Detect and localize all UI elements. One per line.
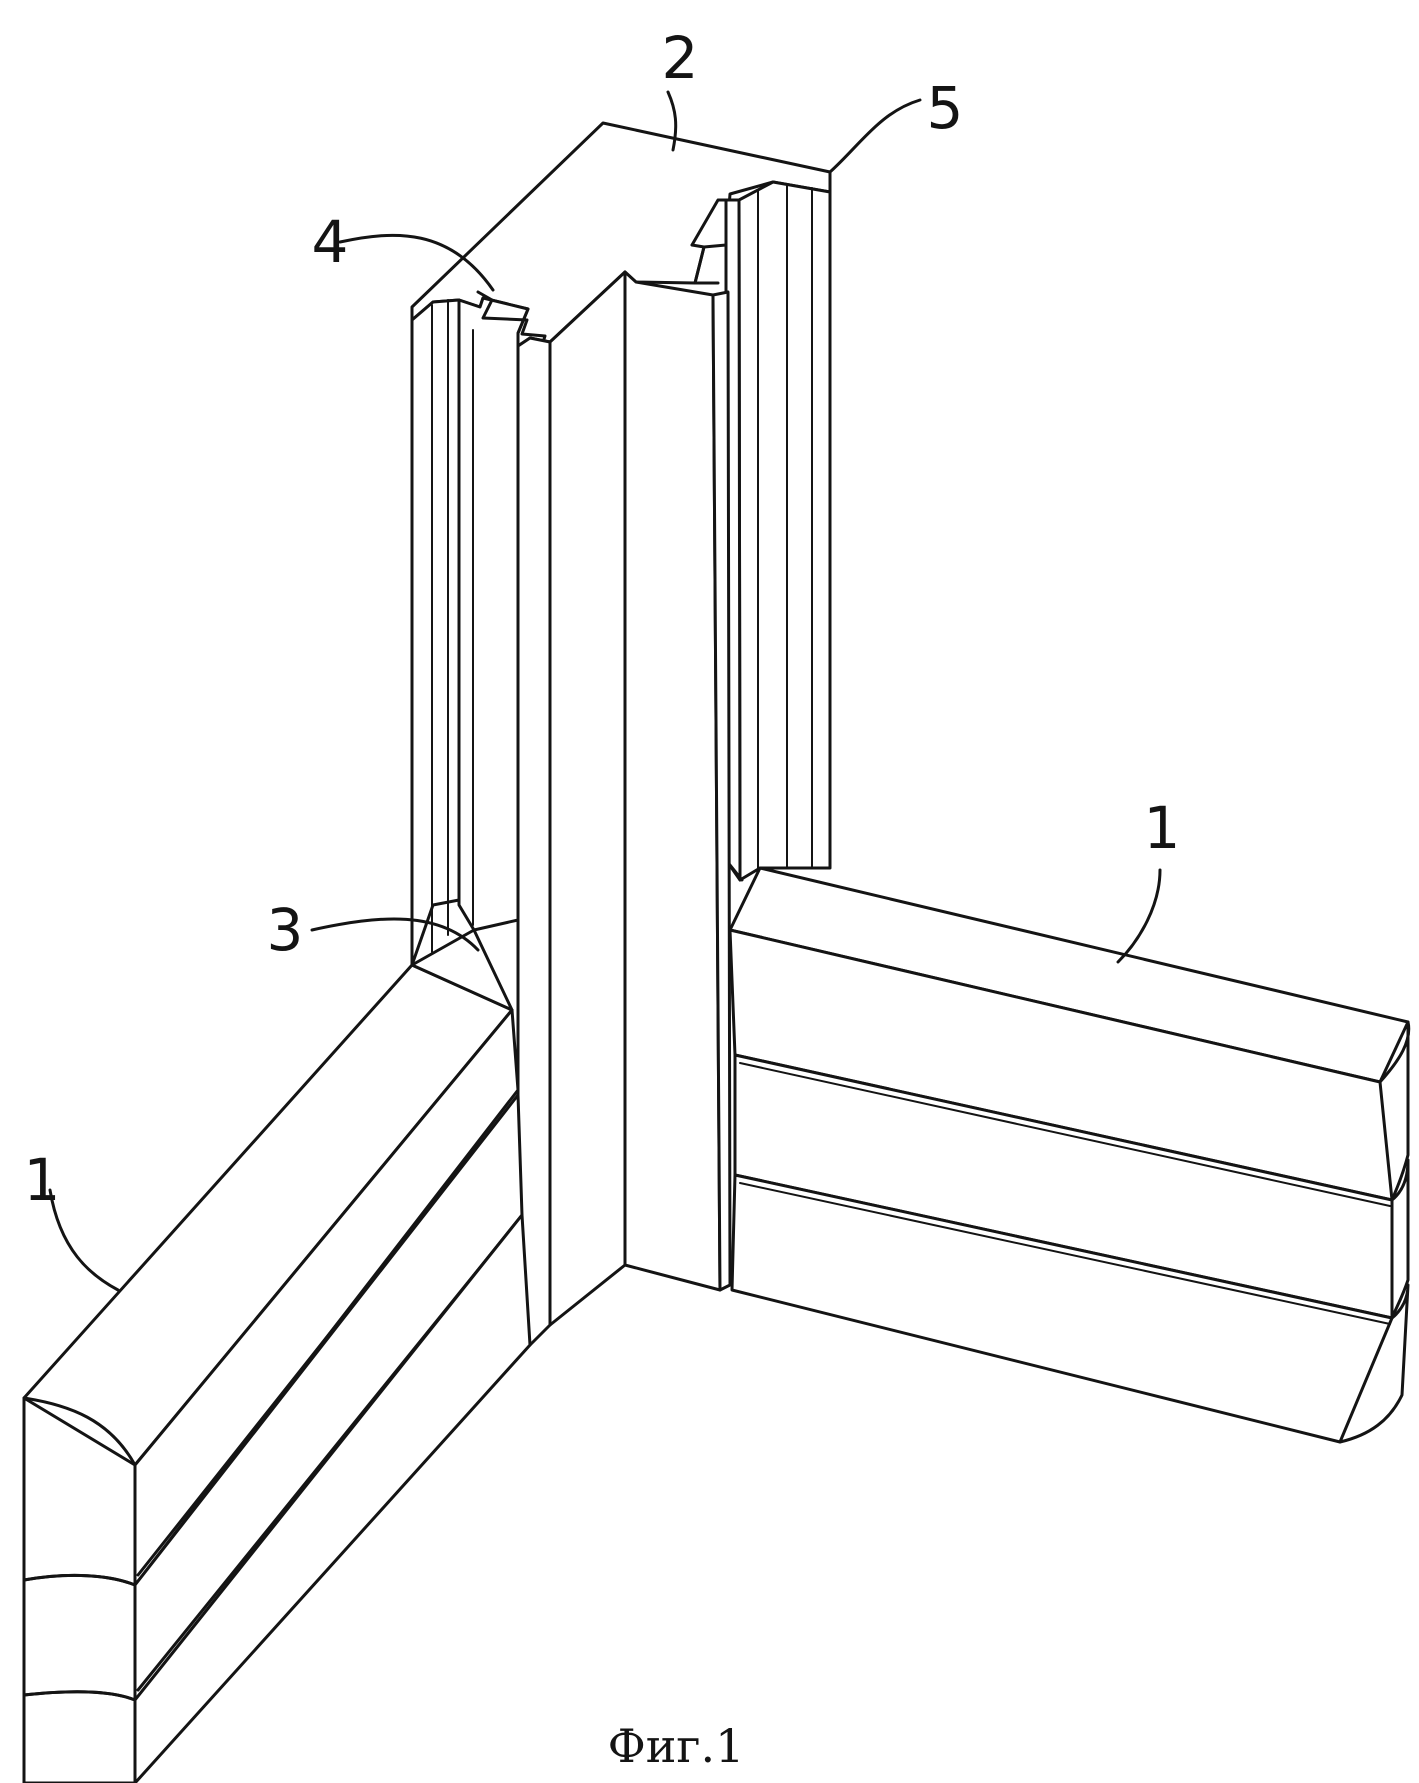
label-strip: 5 [927, 74, 964, 142]
post-left-wall [412, 298, 528, 965]
label-log-left: 1 [24, 1146, 61, 1214]
label-post: 2 [662, 24, 699, 92]
post-front-stile [518, 272, 730, 1345]
left-log-wall [24, 930, 530, 1783]
leader-1-right [1118, 870, 1160, 962]
label-groove-lower: 3 [267, 896, 304, 964]
figure-caption: Фиг.1 [608, 1719, 745, 1773]
leader-5 [830, 100, 920, 172]
label-log-right: 1 [1144, 794, 1181, 862]
label-groove-upper: 4 [312, 208, 349, 276]
post-right-wall [726, 182, 830, 880]
right-log-wall [730, 868, 1409, 1442]
